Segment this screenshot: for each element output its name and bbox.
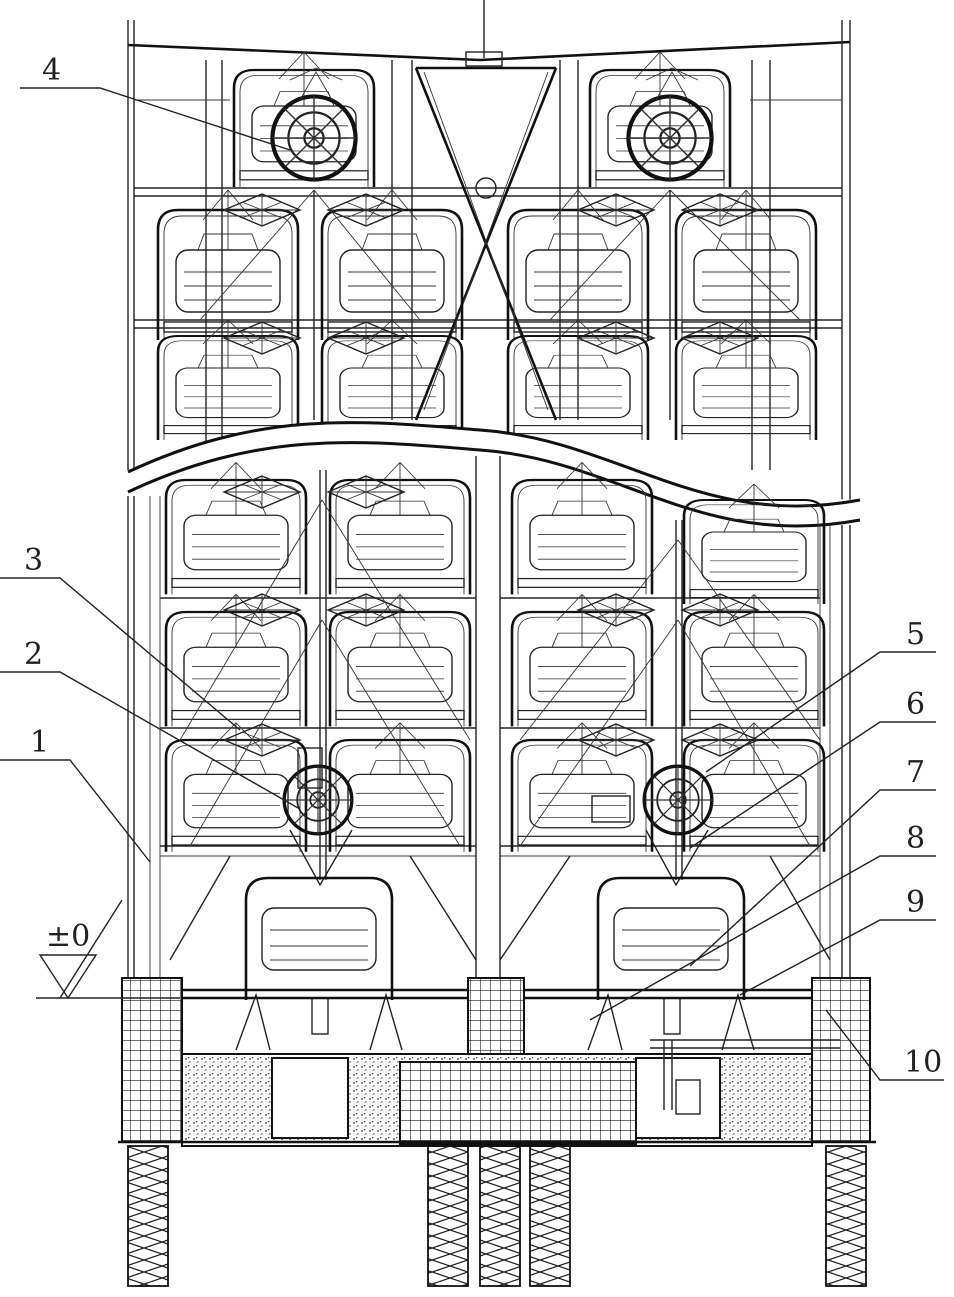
label-4: 4 [42,53,61,88]
label-10: 10 [904,1045,942,1080]
label-5: 5 [906,617,925,652]
label-9: 9 [906,885,925,920]
ground-level-text: ±0 [46,919,90,954]
foundation [118,978,876,1286]
label-1: 1 [30,725,49,760]
label-8: 8 [906,821,925,856]
label-7: 7 [906,755,925,790]
label-3: 3 [24,543,43,578]
leader-lines [0,88,944,1080]
label-2: 2 [24,637,43,672]
upper-zone [128,0,850,500]
label-6: 6 [906,687,925,722]
lower-zone [128,456,850,1050]
entrance-car-right [588,878,754,1050]
entrance-car-left [236,878,402,1050]
